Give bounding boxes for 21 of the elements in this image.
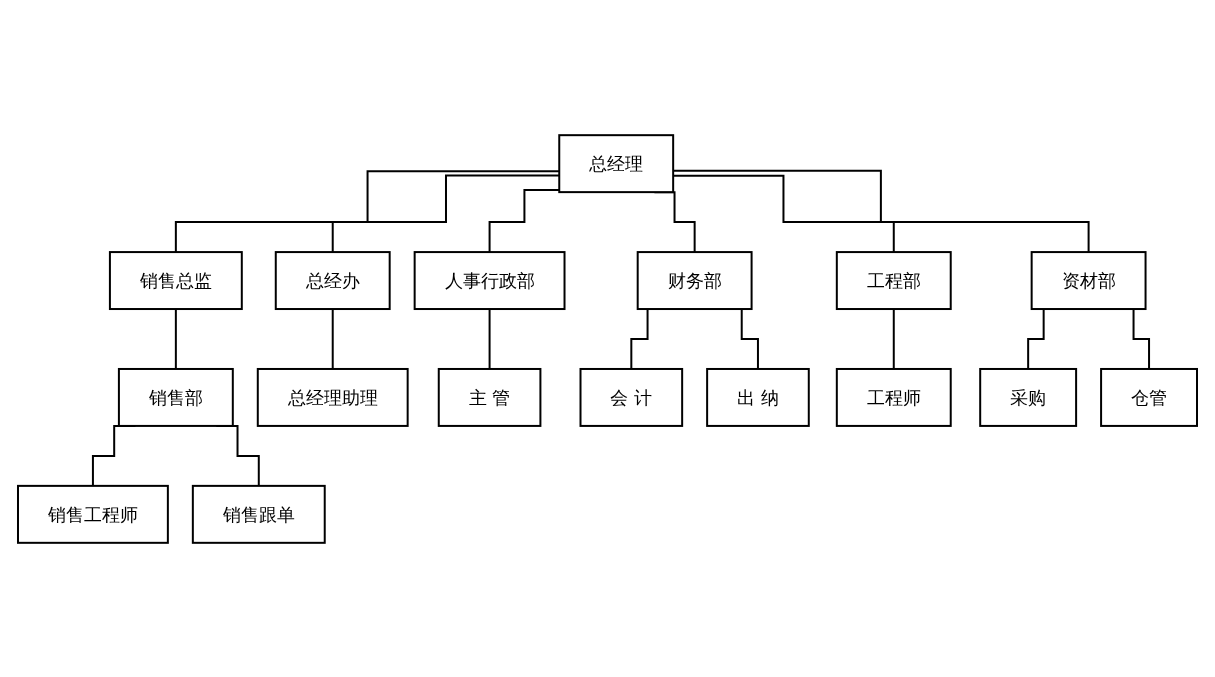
connector [488, 307, 491, 370]
node-box: 资材部 [1030, 250, 1147, 310]
node-box: 销售跟单 [191, 484, 326, 544]
node-box: 销售工程师 [17, 484, 169, 544]
node-box: 出 纳 [706, 367, 810, 427]
connector [892, 307, 895, 370]
node-box: 主 管 [437, 367, 542, 427]
node-box: 会 计 [579, 367, 684, 427]
node-box: 总经理助理 [256, 367, 409, 427]
node-box: 总经办 [274, 250, 391, 310]
connector [174, 307, 177, 370]
node-box: 财务部 [636, 250, 753, 310]
node-box: 销售部 [117, 367, 234, 427]
node-box: 工程部 [835, 250, 952, 310]
node-box: 工程师 [835, 367, 952, 427]
node-box: 仓管 [1100, 367, 1198, 427]
connector [331, 307, 334, 370]
node-box: 销售总监 [108, 250, 243, 310]
node-box: 总经理 [558, 133, 675, 193]
node-box: 人事行政部 [413, 250, 566, 310]
node-box: 采购 [979, 367, 1078, 427]
